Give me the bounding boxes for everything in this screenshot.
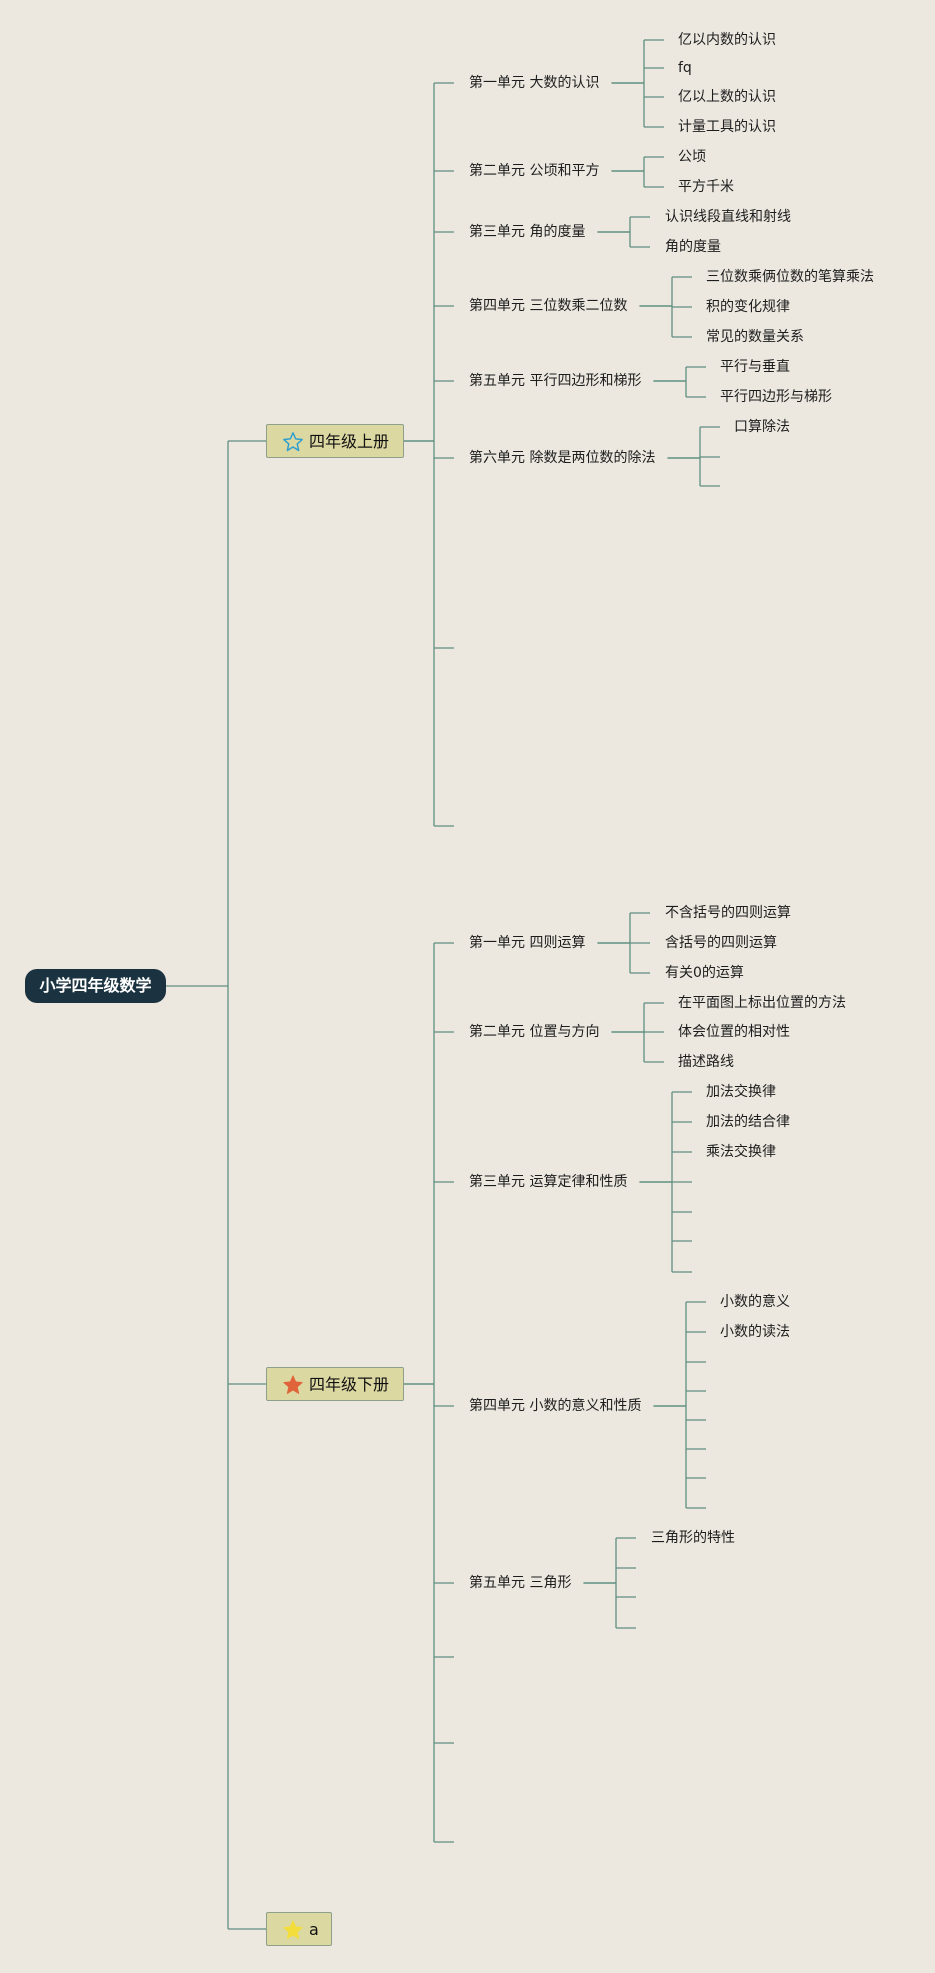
topic-node[interactable]: 含括号的四则运算: [665, 935, 777, 951]
grade-node-lower[interactable]: 四年级下册: [266, 1367, 404, 1401]
topic-node[interactable]: fq: [678, 60, 692, 76]
unit-node[interactable]: 第三单元 运算定律和性质: [469, 1174, 628, 1190]
topic-node[interactable]: 小数的意义: [720, 1294, 790, 1310]
grade-label-upper: 四年级上册: [309, 432, 390, 451]
unit-node[interactable]: 第五单元 平行四边形和梯形: [469, 373, 642, 389]
root-node[interactable]: 小学四年级数学: [25, 969, 166, 1003]
topic-node[interactable]: 积的变化规律: [706, 299, 790, 315]
topic-node[interactable]: 角的度量: [665, 239, 721, 255]
topic-node[interactable]: 三角形的特性: [651, 1530, 735, 1546]
unit-node[interactable]: 第一单元 大数的认识: [469, 75, 600, 91]
topic-node[interactable]: 常见的数量关系: [706, 329, 804, 345]
topic-node[interactable]: 描述路线: [678, 1054, 734, 1070]
star-outline-shape: [283, 432, 303, 452]
topic-node[interactable]: 亿以上数的认识: [678, 89, 776, 105]
topic-node[interactable]: 亿以内数的认识: [678, 32, 776, 48]
unit-node[interactable]: 第四单元 三位数乘二位数: [469, 298, 628, 314]
topic-node[interactable]: 有关0的运算: [665, 965, 744, 981]
topic-node[interactable]: 体会位置的相对性: [678, 1024, 790, 1040]
grade-label-a: a: [309, 1920, 319, 1939]
unit-node[interactable]: 第二单元 位置与方向: [469, 1024, 600, 1040]
topic-node[interactable]: 平行四边形与梯形: [720, 389, 832, 405]
topic-node[interactable]: 平行与垂直: [720, 359, 790, 375]
topic-node[interactable]: 平方千米: [678, 179, 734, 195]
topic-node[interactable]: 乘法交换律: [706, 1144, 776, 1160]
unit-node[interactable]: 第三单元 角的度量: [469, 224, 586, 240]
topic-node[interactable]: 三位数乘俩位数的笔算乘法: [706, 269, 874, 285]
grade-node-a[interactable]: a: [266, 1912, 332, 1946]
star-filled-icon: [283, 1375, 303, 1394]
star-filled-shape-yellow: [283, 1920, 303, 1939]
topic-node[interactable]: 不含括号的四则运算: [665, 905, 791, 921]
unit-node[interactable]: 第一单元 四则运算: [469, 935, 586, 951]
unit-node[interactable]: 第六单元 除数是两位数的除法: [469, 450, 656, 466]
topic-node[interactable]: 小数的读法: [720, 1324, 790, 1340]
grade-label-lower: 四年级下册: [309, 1375, 390, 1394]
grade-node-upper[interactable]: 四年级上册: [266, 424, 404, 458]
topic-node[interactable]: 公顷: [678, 149, 706, 165]
star-filled-icon: [283, 1920, 303, 1939]
topic-node[interactable]: 口算除法: [734, 419, 790, 435]
star-filled-shape: [283, 1375, 303, 1394]
topic-node[interactable]: 加法的结合律: [706, 1114, 790, 1130]
unit-node[interactable]: 第五单元 三角形: [469, 1575, 572, 1591]
topic-node[interactable]: 计量工具的认识: [678, 119, 776, 135]
star-outline-icon: [283, 432, 303, 452]
topic-node[interactable]: 认识线段直线和射线: [665, 209, 791, 225]
topic-node[interactable]: 加法交换律: [706, 1084, 776, 1100]
unit-node[interactable]: 第四单元 小数的意义和性质: [469, 1398, 642, 1414]
unit-node[interactable]: 第二单元 公顷和平方: [469, 163, 600, 179]
topic-node[interactable]: 在平面图上标出位置的方法: [678, 995, 846, 1011]
